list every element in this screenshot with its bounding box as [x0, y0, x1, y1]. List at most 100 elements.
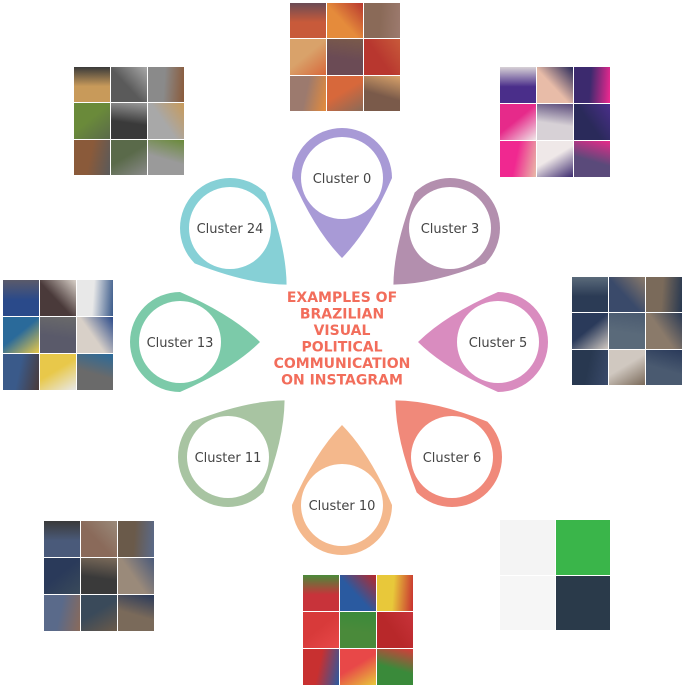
- thumbnail-photo: [40, 280, 76, 316]
- thumbnail-photo: [148, 139, 184, 175]
- thumbnail-photo: [537, 141, 573, 177]
- thumbnail-photo: [303, 612, 339, 648]
- thumbnail-collage-cluster-3: [500, 67, 610, 177]
- thumbnail-photo: [340, 575, 376, 611]
- thumbnail-photo: [646, 313, 682, 349]
- thumbnail-photo: [555, 520, 610, 575]
- thumbnail-photo: [118, 558, 154, 594]
- thumbnail-photo: [40, 317, 76, 353]
- thumbnail-photo: [364, 75, 400, 111]
- thumbnail-photo: [574, 141, 610, 177]
- center-title-line: ON INSTAGRAM: [281, 373, 403, 389]
- thumbnail-photo: [81, 595, 117, 631]
- thumbnail-collage-cluster-13: [3, 280, 113, 390]
- center-title-line: BRAZILIAN: [300, 307, 384, 323]
- cluster-pin-inner: [139, 301, 221, 383]
- thumbnail-photo: [40, 354, 76, 390]
- thumbnail-photo: [81, 558, 117, 594]
- cluster-label-3: Cluster 3: [421, 222, 480, 237]
- thumbnail-photo: [572, 277, 608, 313]
- thumbnail-collage-cluster-6: [500, 520, 610, 630]
- cluster-pin-10: [292, 425, 392, 555]
- cluster-pin-inner: [301, 137, 383, 219]
- thumbnail-photo: [327, 39, 363, 75]
- thumbnail-photo: [500, 104, 536, 140]
- thumbnail-photo: [572, 349, 608, 385]
- thumbnail-photo: [77, 317, 113, 353]
- cluster-pin-inner: [411, 416, 493, 498]
- thumbnail-photo: [111, 139, 147, 175]
- cluster-pin-6: [395, 400, 502, 507]
- cluster-pin-11: [178, 400, 285, 507]
- thumbnail-collage-cluster-5: [572, 277, 682, 385]
- thumbnail-photo: [574, 67, 610, 103]
- thumbnail-photo: [77, 354, 113, 390]
- thumbnail-photo: [44, 521, 80, 557]
- thumbnail-photo: [3, 317, 39, 353]
- thumbnail-photo: [537, 67, 573, 103]
- cluster-pin-inner: [457, 301, 539, 383]
- thumbnail-photo: [364, 39, 400, 75]
- cluster-pin-inner: [189, 187, 271, 269]
- thumbnail-photo: [609, 349, 645, 385]
- cluster-pin-24: [180, 178, 287, 285]
- thumbnail-photo: [574, 104, 610, 140]
- cluster-pin-inner: [301, 464, 383, 546]
- thumbnail-collage-cluster-24: [74, 67, 184, 175]
- thumbnail-photo: [327, 3, 363, 39]
- cluster-label-6: Cluster 6: [423, 451, 482, 466]
- thumbnail-photo: [118, 595, 154, 631]
- thumbnail-photo: [111, 103, 147, 139]
- thumbnail-photo: [44, 558, 80, 594]
- cluster-label-24: Cluster 24: [197, 222, 264, 237]
- cluster-label-11: Cluster 11: [195, 451, 262, 466]
- thumbnail-photo: [364, 3, 400, 39]
- thumbnail-photo: [290, 75, 326, 111]
- thumbnail-photo: [3, 280, 39, 316]
- cluster-pin-5: [418, 292, 548, 392]
- thumbnail-photo: [81, 521, 117, 557]
- thumbnail-collage-cluster-10: [303, 575, 413, 685]
- thumbnail-photo: [74, 67, 110, 103]
- thumbnail-photo: [555, 575, 610, 630]
- center-title-line: EXAMPLES OF: [287, 290, 397, 306]
- cluster-pin-inner: [187, 416, 269, 498]
- thumbnail-photo: [77, 280, 113, 316]
- center-title-line: VISUAL: [314, 323, 371, 339]
- thumbnail-photo: [148, 67, 184, 103]
- cluster-pin-3: [393, 178, 500, 285]
- thumbnail-photo: [340, 612, 376, 648]
- thumbnail-photo: [303, 575, 339, 611]
- thumbnail-photo: [74, 103, 110, 139]
- thumbnail-photo: [500, 520, 555, 575]
- thumbnail-photo: [118, 521, 154, 557]
- thumbnail-photo: [327, 75, 363, 111]
- cluster-pin-0: [292, 128, 392, 258]
- cluster-label-5: Cluster 5: [469, 336, 528, 351]
- thumbnail-photo: [148, 103, 184, 139]
- thumbnail-photo: [646, 277, 682, 313]
- cluster-pin-13: [130, 292, 260, 392]
- thumbnail-photo: [290, 39, 326, 75]
- thumbnail-photo: [303, 649, 339, 685]
- thumbnail-photo: [572, 313, 608, 349]
- thumbnail-collage-cluster-11: [44, 521, 154, 631]
- thumbnail-photo: [340, 649, 376, 685]
- thumbnail-photo: [111, 67, 147, 103]
- thumbnail-photo: [500, 67, 536, 103]
- thumbnail-photo: [3, 354, 39, 390]
- thumbnail-photo: [537, 104, 573, 140]
- thumbnail-photo: [290, 3, 326, 39]
- thumbnail-photo: [609, 277, 645, 313]
- thumbnail-collage-cluster-0: [290, 3, 400, 111]
- thumbnail-photo: [74, 139, 110, 175]
- thumbnail-photo: [44, 595, 80, 631]
- thumbnail-photo: [500, 575, 555, 630]
- thumbnail-photo: [377, 575, 413, 611]
- thumbnail-photo: [609, 313, 645, 349]
- center-title-line: POLITICAL: [301, 340, 382, 356]
- cluster-label-13: Cluster 13: [147, 336, 214, 351]
- thumbnail-photo: [377, 649, 413, 685]
